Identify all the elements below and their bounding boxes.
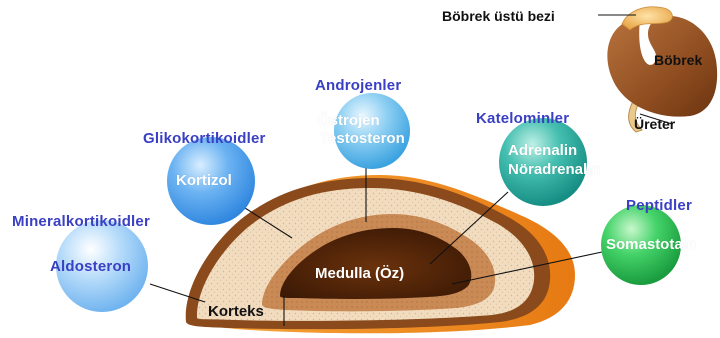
label-ureter: Üreter	[634, 116, 675, 132]
label-testosteron: Testosteron	[320, 130, 405, 147]
kidney-illustration	[607, 7, 717, 132]
label-aldosteron: Aldosteron	[50, 258, 131, 275]
label-ostrojen: Östrojen	[318, 112, 380, 129]
label-peptidler: Peptidler	[626, 197, 692, 214]
label-noradrenalin: Nöradrenalin	[508, 161, 601, 178]
label-somastotain: Somastotain	[606, 236, 696, 253]
label-adrenalin: Adrenalin	[508, 142, 577, 159]
label-kortizol: Kortizol	[176, 172, 232, 189]
label-korteks: Korteks	[208, 303, 264, 320]
label-katelominler: Katelominler	[476, 110, 569, 127]
label-medulla: Medulla (Öz)	[315, 265, 404, 282]
label-adrenal-gland: Böbrek üstü bezi	[442, 8, 555, 24]
label-androjenler: Androjenler	[315, 77, 401, 94]
label-glikokortikoidler: Glikokortikoidler	[143, 130, 266, 147]
label-kidney: Böbrek	[654, 52, 702, 68]
label-mineralkortikoidler: Mineralkortikoidler	[12, 213, 150, 230]
